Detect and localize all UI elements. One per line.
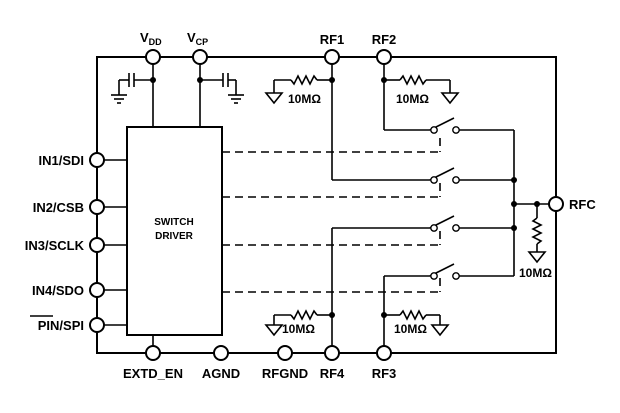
pin-in1[interactable] xyxy=(89,152,105,168)
pin-vcp[interactable] xyxy=(192,49,208,65)
pin-rf4[interactable] xyxy=(324,345,340,361)
rf4-path xyxy=(264,227,430,347)
driver-label-line2: DRIVER xyxy=(155,231,194,242)
pin-rfc[interactable] xyxy=(548,196,564,212)
resistor-label-rf4: 10MΩ xyxy=(282,322,315,336)
label-vcp: VCP xyxy=(187,30,208,47)
switch-4 xyxy=(429,263,514,280)
ground-icon xyxy=(111,94,127,104)
pin-agnd[interactable] xyxy=(213,345,229,361)
label-extd-en: EXTD_EN xyxy=(123,366,183,381)
pin-rf1[interactable] xyxy=(324,49,340,65)
switch-1 xyxy=(429,117,514,134)
ground-icon xyxy=(228,94,244,104)
pin-in4[interactable] xyxy=(89,282,105,298)
label-rfc: RFC xyxy=(569,197,596,212)
ground-icon xyxy=(430,324,450,337)
ground-icon xyxy=(264,92,284,105)
vcp-decoupling xyxy=(197,64,244,127)
switch-3 xyxy=(429,215,514,232)
label-rf2: RF2 xyxy=(372,32,397,47)
chip-outline xyxy=(96,56,557,354)
resistor-label-rf1: 10MΩ xyxy=(288,92,321,106)
label-in1: IN1/SDI xyxy=(38,153,84,168)
label-in3: IN3/SCLK xyxy=(25,238,85,253)
resistor-label-rf3: 10MΩ xyxy=(394,322,427,336)
pin-in3[interactable] xyxy=(89,237,105,253)
switch-2 xyxy=(429,167,514,184)
rf3-path xyxy=(381,275,450,347)
resistor-label-rf2: 10MΩ xyxy=(396,92,429,106)
pin-rf2[interactable] xyxy=(376,49,392,65)
label-rf4: RF4 xyxy=(320,366,345,381)
ground-icon xyxy=(527,251,547,264)
label-agnd: AGND xyxy=(202,366,240,381)
label-in4: IN4/SDO xyxy=(32,283,84,298)
pin-in2[interactable] xyxy=(89,199,105,215)
pin-rf3[interactable] xyxy=(376,345,392,361)
rf2-path xyxy=(381,64,460,131)
ground-icon xyxy=(440,92,460,105)
label-rf1: RF1 xyxy=(320,32,345,47)
label-pin-spi: PIN/SPI xyxy=(38,318,84,333)
ground-icon xyxy=(264,324,284,337)
label-vdd: VDD xyxy=(140,30,162,47)
resistor-label-rfc: 10MΩ xyxy=(519,266,552,280)
label-rf3: RF3 xyxy=(372,366,397,381)
driver-label-line1: SWITCH xyxy=(154,217,193,228)
pin-pin-spi[interactable] xyxy=(89,317,105,333)
label-rfgnd: RFGND xyxy=(262,366,308,381)
vdd-decoupling xyxy=(111,64,156,127)
label-in2: IN2/CSB xyxy=(33,200,84,215)
rf1-path xyxy=(264,64,430,181)
pin-extd-en[interactable] xyxy=(145,345,161,361)
pin-rfgnd[interactable] xyxy=(277,345,293,361)
switch-driver-block xyxy=(126,126,223,336)
pin-vdd[interactable] xyxy=(145,49,161,65)
